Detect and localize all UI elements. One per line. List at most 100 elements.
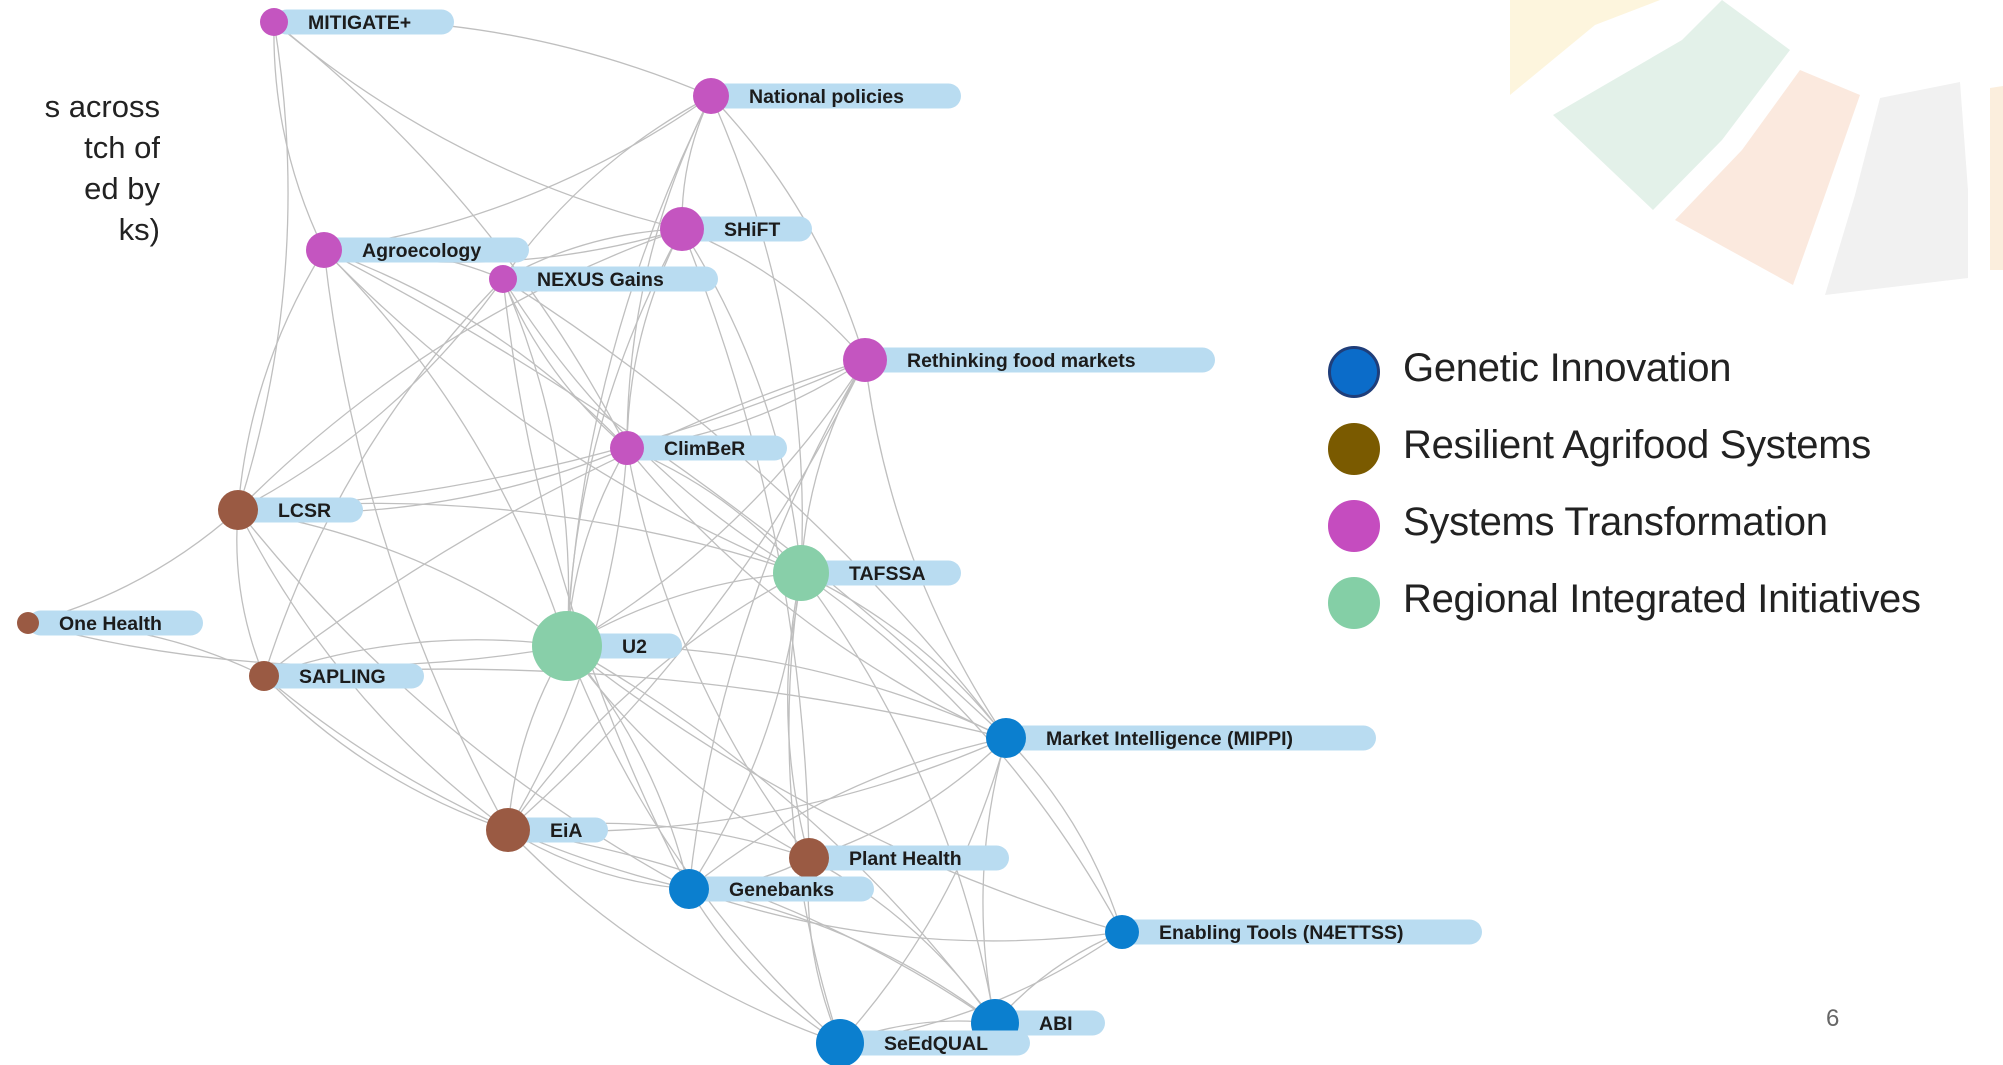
node-label: Genebanks [729,879,834,901]
graph-edge [237,21,289,511]
graph-edge [502,278,1007,739]
graph-edge [788,572,841,1044]
node-n4ettss[interactable]: Enabling Tools (N4ETTSS) [1105,915,1482,949]
node-label: ABI [1039,1013,1073,1035]
node-circle [789,838,829,878]
node-label: EiA [550,820,583,842]
node-label: One Health [59,613,162,635]
graph-edge [507,572,802,831]
graph-edge [566,645,841,1044]
graph-edge [681,228,810,859]
graph-edge [688,888,996,1024]
graph-edge [237,278,504,511]
node-circle [260,8,288,36]
graph-edge [323,249,568,647]
legend-label: Resilient Agrifood Systems [1403,423,1871,467]
graph-edge [273,21,325,251]
graph-edge [237,509,690,890]
intro-line: tch of [84,130,160,165]
node-label-background [801,560,961,586]
node-label-background [995,1010,1105,1036]
node-label: TAFSSA [849,563,926,585]
node-label: U2 [622,636,647,658]
node-mippi[interactable]: Market Intelligence (MIPPI) [986,718,1376,758]
legend-swatch [1328,423,1380,475]
legend-label: Regional Integrated Initiatives [1403,577,1921,621]
node-tafssa[interactable]: TAFSSA [773,545,961,601]
node-circle [986,718,1026,758]
node-u2[interactable]: U2 [532,611,682,681]
node-circle [532,611,602,681]
node-label-background [508,817,608,843]
node-label: Plant Health [849,848,962,870]
node-circle [218,490,258,530]
legend-label: Genetic Innovation [1403,346,1732,390]
node-label-background [28,610,203,636]
node-sapling[interactable]: SAPLING [249,661,424,691]
node-label: Rethinking food markets [907,350,1136,372]
node-planthealth[interactable]: Plant Health [789,838,1009,878]
graph-edge [566,645,690,890]
page-number: 6 [1826,1005,1840,1032]
node-circle [843,338,887,382]
node-onehealth[interactable]: One Health [17,610,203,636]
graph-edge [800,572,1007,739]
graph-edge [710,95,803,574]
graph-edge [688,737,1007,890]
node-label: Enabling Tools (N4ETTSS) [1159,922,1403,944]
node-circle [693,78,729,114]
graph-edge [864,359,1007,739]
node-label: LCSR [278,500,331,522]
node-shift[interactable]: SHiFT [660,207,812,251]
graph-edges [27,19,1123,1044]
node-circle [249,661,279,691]
node-circle [306,232,342,268]
node-label-background [711,83,961,109]
node-mitigate[interactable]: MITIGATE+ [260,8,454,36]
graph-edge [808,857,996,1024]
graph-edge [800,572,996,1024]
graph-edge [800,572,1123,933]
node-nexus[interactable]: NEXUS Gains [489,265,718,293]
graph-edge [263,278,504,677]
intro-line: ks) [118,212,160,247]
intro-text-fragment: s across tch of ed by ks) [0,86,160,250]
graph-edge [502,278,690,890]
graph-edge [273,21,683,230]
legend-swatch [1328,500,1380,552]
node-label-background [324,237,529,263]
graph-edge [688,572,802,890]
graph-edge [982,737,1007,1024]
node-label: SAPLING [299,666,386,688]
node-label: ClimBeR [664,438,745,460]
node-circle [610,431,644,465]
graph-edge [566,645,1123,933]
node-circle [660,207,704,251]
graph-edge [502,278,628,449]
node-circle [669,869,709,909]
node-label-background [264,663,424,689]
node-label: SHiFT [724,219,780,241]
graph-edge [566,645,996,1024]
graph-edge [323,249,628,449]
node-national[interactable]: National policies [693,78,961,114]
graph-edge [237,359,866,511]
intro-line: ed by [84,171,160,206]
node-label: Market Intelligence (MIPPI) [1046,728,1293,750]
node-lcsr[interactable]: LCSR [218,490,363,530]
node-label-background [682,216,812,242]
node-agroeco[interactable]: Agroecology [306,232,529,268]
node-label-background [1006,725,1376,751]
node-eia[interactable]: EiA [486,808,608,852]
node-seedqual[interactable]: SeEdQUAL [816,1019,1030,1065]
graph-edge [626,447,1007,739]
node-genebanks[interactable]: Genebanks [669,869,874,909]
node-rethink[interactable]: Rethinking food markets [843,338,1215,382]
graph-edge [237,249,325,511]
graph-edge [566,95,712,647]
node-climber[interactable]: ClimBeR [610,431,787,465]
node-label-background [809,845,1009,871]
legend-swatch [1328,577,1380,629]
